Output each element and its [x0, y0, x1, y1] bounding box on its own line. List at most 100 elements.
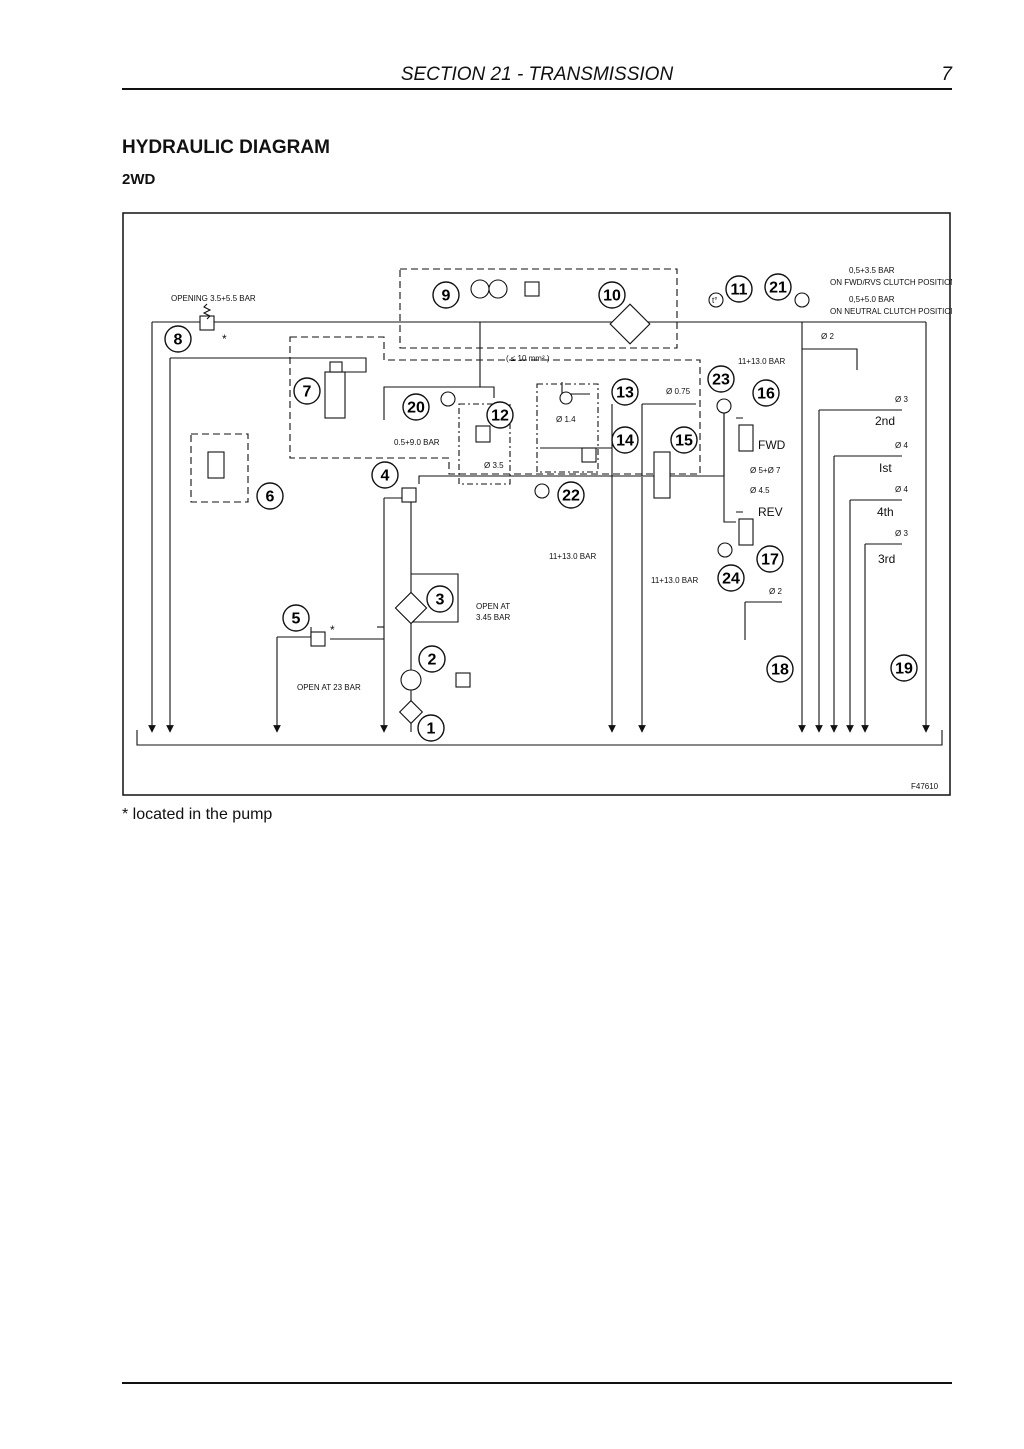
section-title: SECTION 21 - TRANSMISSION: [400, 64, 674, 85]
label-orifice-2-top: Ø 2: [821, 332, 834, 341]
label-gear-1st: Ist: [879, 461, 892, 475]
callout-circle-11: [725, 275, 753, 303]
valve-13-box: [536, 383, 599, 473]
page-subheading: 2WD: [122, 171, 156, 188]
valve-12-icon: [475, 425, 491, 443]
callout-circle-8: [164, 325, 192, 353]
pump-2-icon: [400, 669, 422, 691]
asterisk-8: *: [222, 332, 227, 346]
label-orifice-075: Ø 0.75: [666, 387, 691, 396]
callout-label-23: 23: [712, 372, 730, 389]
footnote: * located in the pump: [122, 806, 273, 823]
label-orifice-3-2nd: Ø 3: [895, 395, 908, 404]
label-rev: REV: [758, 505, 783, 519]
callout-circle-22: [557, 481, 585, 509]
callout-circle-21: [764, 273, 792, 301]
callout-label-17: 17: [761, 552, 779, 569]
callout-label-5: 5: [292, 611, 301, 628]
label-gear-2nd: 2nd: [875, 414, 895, 428]
diagram-frame: [122, 212, 951, 796]
valve-6-box: [190, 433, 249, 503]
callout-circle-16: [752, 379, 780, 407]
label-open-at-23: OPEN AT 23 BAR: [297, 683, 361, 692]
callout-circle-14: [611, 426, 639, 454]
callout-label-22: 22: [562, 488, 580, 505]
label-bar-20: 0.5+9.0 BAR: [394, 438, 440, 447]
valve-5-icon: [310, 631, 326, 647]
gauge-21-icon: [794, 292, 810, 308]
callout-label-1: 1: [427, 721, 436, 738]
temp-sensor-11-icon: [708, 292, 724, 308]
callout-circle-12: [486, 401, 514, 429]
label-orifice-4-4th: Ø 4: [895, 485, 908, 494]
label-bar-22: 11+13.0 BAR: [549, 552, 596, 561]
gauge-20-icon: [440, 391, 456, 407]
label-orifice-4-1st: Ø 4: [895, 441, 908, 450]
callout-circle-13: [611, 378, 639, 406]
label-filter-area: ( ≤ 10 mm² ): [506, 354, 550, 363]
clutch-16-icon: [738, 424, 754, 452]
label-orifice-5-7: Ø 5+Ø 7: [750, 466, 781, 475]
callout-label-3: 3: [436, 592, 445, 609]
callout-label-9: 9: [442, 288, 451, 305]
callout-label-13: 13: [616, 385, 634, 402]
callout-label-24: 24: [722, 571, 740, 588]
callout-label-14: 14: [616, 433, 634, 450]
callout-circle-18: [766, 655, 794, 683]
label-sensor-11: t°: [712, 296, 717, 305]
label-fwd: FWD: [758, 438, 786, 452]
callout-label-6: 6: [266, 489, 275, 506]
callout-label-16: 16: [757, 386, 775, 403]
callout-circle-10: [598, 281, 626, 309]
valve-6-icon: [207, 451, 225, 479]
callout-circle-15: [670, 426, 698, 454]
label-bar-21-neutral: 0,5+5.0 BAR: [849, 295, 895, 304]
callout-label-8: 8: [174, 332, 183, 349]
label-gear-3rd: 3rd: [878, 552, 895, 566]
callout-circle-17: [756, 545, 784, 573]
check-valve-13-icon: [559, 391, 573, 405]
callout-label-11: 11: [731, 282, 748, 299]
cooler-10-icon: [609, 303, 651, 345]
valve-12-box: [458, 403, 511, 485]
callout-label-10: 10: [603, 288, 621, 305]
callout-circle-9: [432, 281, 460, 309]
pump-9-icon: [470, 279, 490, 299]
label-opening-8: OPENING 3.5+5.5 BAR: [171, 294, 256, 303]
clutch-17-icon: [738, 518, 754, 546]
valve-7-icon: [324, 371, 346, 419]
figure-code: F47610: [911, 782, 939, 791]
valve-7-box: [289, 336, 701, 475]
label-on-neutral: ON NEUTRAL CLUTCH POSITION: [830, 307, 952, 316]
callout-label-4: 4: [381, 468, 390, 485]
label-bar-23: 11+13.0 BAR: [738, 357, 785, 366]
callout-label-2: 2: [428, 652, 437, 669]
callout-label-18: 18: [771, 662, 789, 679]
callout-label-19: 19: [895, 661, 913, 678]
callout-circle-5: [282, 604, 310, 632]
callout-label-12: 12: [491, 408, 509, 425]
callout-circle-20: [402, 393, 430, 421]
label-orifice-35: Ø 3.5: [484, 461, 504, 470]
callout-circle-6: [256, 482, 284, 510]
label-orifice-45: Ø 4.5: [750, 486, 770, 495]
label-orifice-3-3rd: Ø 3: [895, 529, 908, 538]
callout-label-21: 21: [769, 280, 787, 297]
callout-circle-19: [890, 654, 918, 682]
filter-3-icon: [394, 591, 428, 625]
callout-label-7: 7: [303, 384, 312, 401]
page-heading: HYDRAULIC DIAGRAM: [122, 137, 330, 158]
header-rule: [122, 88, 952, 90]
gauge-23-icon: [716, 398, 732, 414]
pump-unit-box: [399, 268, 678, 349]
asterisk-5: *: [330, 623, 335, 637]
callout-circle-23: [707, 365, 735, 393]
callout-circle-7: [293, 377, 321, 405]
label-bar-21-fwd: 0,5+3.5 BAR: [849, 266, 895, 275]
strainer-1-icon: [398, 699, 424, 725]
gauge-22-icon: [534, 483, 550, 499]
gauge-24-icon: [717, 542, 733, 558]
callout-circle-4: [371, 461, 399, 489]
callout-label-20: 20: [407, 400, 425, 417]
